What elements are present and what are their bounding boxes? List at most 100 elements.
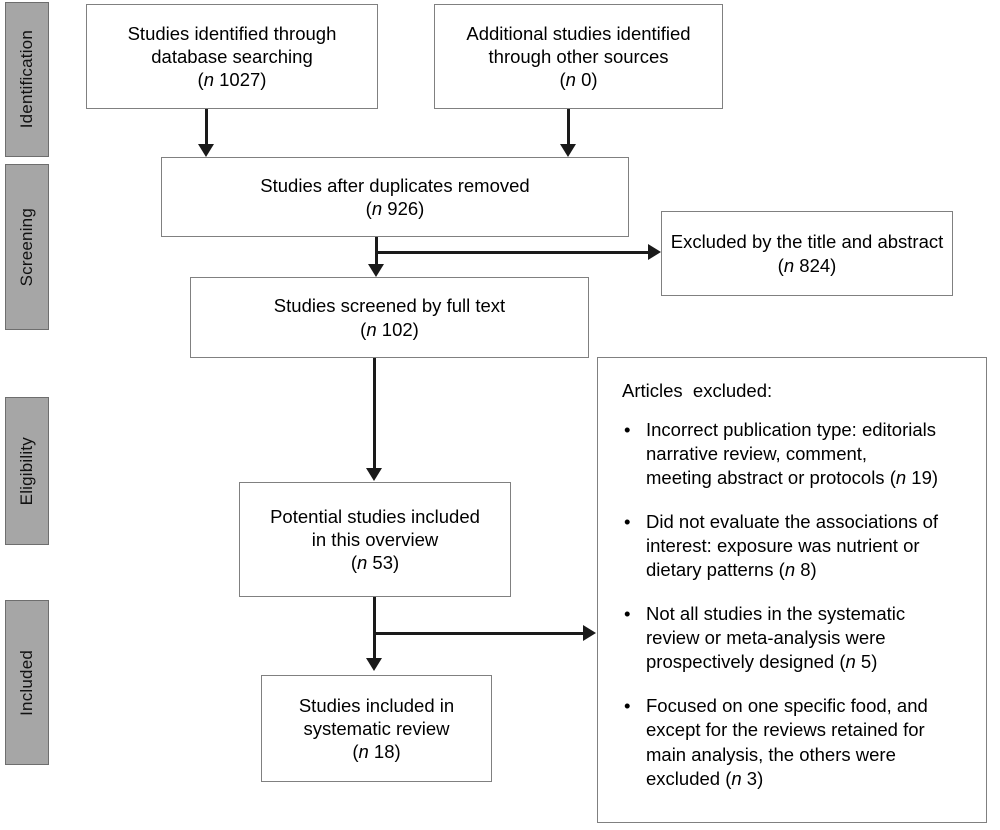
node-database-searching-count: (n 1027): [128, 68, 337, 91]
excluded-reason-line4: excluded (: [646, 767, 732, 789]
n-value: 0): [575, 69, 598, 91]
node-excluded-title-abstract-line1: Excluded by the title and abstract: [670, 231, 944, 253]
excluded-reason-line1: Did not evaluate the associations of: [646, 511, 939, 533]
excluded-reason-line3: prospectively designed (: [646, 651, 846, 673]
paren-open: (: [350, 552, 357, 574]
node-database-searching-line1: Studies identified through: [127, 22, 337, 44]
paren-open: (: [365, 198, 372, 219]
node-excluded-title-abstract-count: (n 824): [671, 254, 944, 277]
connector-duplicates-trunk: [375, 237, 378, 272]
node-excluded-title-abstract: Excluded by the title and abstract (n 82…: [661, 211, 953, 296]
n-symbol: n: [358, 741, 369, 763]
node-included-systematic-review-count: (n 18): [299, 740, 454, 763]
n-value: 102): [376, 318, 419, 340]
paren-open: (: [360, 318, 367, 340]
n-symbol: n: [366, 318, 377, 340]
paren-open: (: [559, 69, 566, 91]
connector-fulltext-to-potential: [373, 358, 376, 470]
n-symbol: n: [731, 767, 742, 789]
excluded-reason-line1: Incorrect publication type: editorials: [646, 419, 936, 440]
excluded-reason-line1: Focused on one specific food, and: [646, 695, 928, 717]
node-potential-studies: Potential studies included in this overv…: [239, 482, 511, 597]
stage-label-screening-text: Screening: [17, 207, 36, 287]
excluded-reason-item: • Did not evaluate the associations of i…: [622, 510, 972, 582]
n-symbol: n: [784, 559, 796, 581]
n-value: 3): [741, 767, 764, 789]
paren-open: (: [352, 741, 359, 763]
arrowhead-fulltext-to-potential: [366, 468, 382, 481]
node-potential-studies-line1: Potential studies included: [270, 505, 480, 527]
excluded-reason-line1: Not all studies in the systematic: [646, 603, 906, 625]
n-value: 1027): [213, 69, 267, 91]
connector-other-sources-to-duplicates: [567, 109, 570, 146]
paren-open: (: [197, 69, 204, 91]
panel-articles-excluded-title: Articles excluded:: [622, 380, 773, 401]
connector-duplicates-to-excluded: [375, 251, 649, 254]
excluded-reason-line2: narrative review, comment,: [646, 443, 868, 465]
n-symbol: n: [783, 254, 795, 276]
connector-potential-trunk: [373, 597, 376, 665]
n-symbol: n: [565, 69, 576, 91]
n-value: 53): [367, 552, 400, 574]
node-other-sources-count: (n 0): [466, 68, 690, 91]
n-symbol: n: [371, 198, 383, 219]
arrowhead-duplicates-to-excluded: [648, 244, 661, 260]
excluded-reason-line3: main analysis, the others were: [646, 743, 896, 765]
connector-potential-to-excluded-panel: [373, 632, 584, 635]
node-screened-full-text: Studies screened by full text (n 102): [190, 277, 589, 358]
n-value: 824): [794, 254, 837, 276]
stage-label-eligibility: Eligibility: [5, 397, 49, 545]
node-potential-studies-count: (n 53): [270, 551, 480, 574]
node-other-sources-line1: Additional studies identified: [466, 22, 691, 44]
n-symbol: n: [895, 467, 907, 489]
excluded-reason-line3: dietary patterns (: [646, 559, 785, 581]
n-symbol: n: [356, 552, 368, 574]
excluded-reason-line3: meeting abstract or protocols (: [646, 467, 896, 489]
paren-open: (: [777, 254, 784, 276]
arrowhead-database-to-duplicates: [198, 144, 214, 157]
stage-label-screening: Screening: [5, 164, 49, 330]
node-database-searching: Studies identified through database sear…: [86, 4, 378, 109]
n-value: 8): [795, 559, 817, 581]
excluded-reason-line2: interest: exposure was nutrient or: [646, 535, 920, 557]
stage-label-identification: Identification: [5, 2, 49, 157]
arrowhead-potential-to-included: [366, 658, 382, 671]
excluded-reason-item: • Not all studies in the systematic revi…: [622, 602, 972, 674]
arrowhead-duplicates-to-fulltext: [368, 264, 384, 277]
n-value: 18): [368, 741, 401, 763]
node-included-systematic-review-line2: systematic review: [303, 717, 450, 739]
stage-label-identification-text: Identification: [17, 30, 36, 129]
bullet-icon: •: [624, 419, 631, 440]
panel-articles-excluded: Articles excluded: • Incorrect publicati…: [597, 357, 987, 823]
excluded-reason-item: • Incorrect publication type: editorials…: [622, 418, 972, 490]
node-other-sources-line2: through other sources: [488, 45, 669, 67]
node-potential-studies-line2: in this overview: [311, 528, 439, 550]
node-included-systematic-review: Studies included in systematic review (n…: [261, 675, 492, 782]
stage-label-included: Included: [5, 600, 49, 765]
node-duplicates-removed-line1: Studies after duplicates removed: [260, 174, 530, 196]
stage-label-included-text: Included: [17, 649, 36, 716]
n-value: 19): [906, 467, 939, 489]
connector-database-to-duplicates: [205, 109, 208, 146]
n-value: 5): [855, 651, 878, 673]
excluded-reason-line2: except for the reviews retained for: [646, 719, 925, 741]
arrowhead-other-sources-to-duplicates: [560, 144, 576, 157]
bullet-icon: •: [624, 695, 631, 717]
stage-label-eligibility-text: Eligibility: [17, 436, 36, 506]
node-other-sources: Additional studies identified through ot…: [434, 4, 723, 109]
bullet-icon: •: [624, 603, 631, 625]
n-symbol: n: [845, 651, 856, 673]
arrowhead-potential-to-excluded-panel: [583, 625, 596, 641]
bullet-icon: •: [624, 511, 631, 533]
node-duplicates-removed: Studies after duplicates removed (n 926): [161, 157, 629, 237]
n-value: 926): [382, 198, 425, 219]
panel-articles-excluded-list: • Incorrect publication type: editorials…: [622, 418, 972, 791]
node-screened-full-text-line1: Studies screened by full text: [273, 295, 506, 317]
node-included-systematic-review-line1: Studies included in: [298, 694, 455, 716]
node-screened-full-text-count: (n 102): [274, 318, 505, 341]
node-duplicates-removed-count: (n 926): [260, 197, 529, 220]
excluded-reason-line2: review or meta-analysis were: [646, 627, 886, 649]
node-database-searching-line2: database searching: [151, 45, 313, 67]
excluded-reason-item: • Focused on one specific food, and exce…: [622, 694, 972, 790]
